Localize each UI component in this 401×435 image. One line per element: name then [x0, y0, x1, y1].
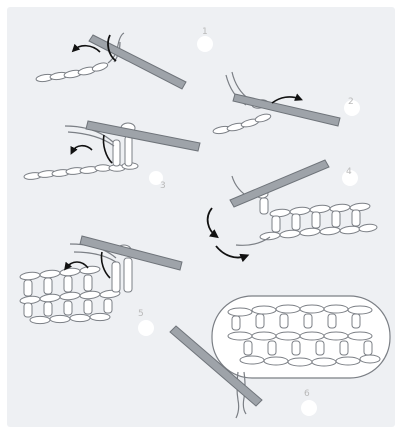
- curved-arrow-icon: [272, 97, 300, 103]
- yarn-chain-1: [36, 61, 109, 82]
- step-marker: [138, 320, 154, 336]
- crochet-hook-icon: [230, 160, 329, 207]
- step-1-illustration: 1: [36, 27, 213, 89]
- stitch-rows-4: [256, 190, 377, 241]
- step-number-6: 6: [304, 389, 310, 399]
- curved-arrow-icon: [74, 46, 100, 52]
- curved-arrow-icon: [72, 146, 92, 152]
- crochet-hook-icon: [89, 35, 186, 89]
- step-number-5: 5: [138, 309, 144, 319]
- curved-arrow-icon: [216, 246, 246, 258]
- step-number-2: 2: [348, 97, 354, 107]
- step-marker: [197, 36, 213, 52]
- curved-arrow-icon: [208, 208, 216, 236]
- curved-arrow-icon: [103, 135, 112, 163]
- step-6-illustration: 6: [170, 296, 390, 418]
- step-5-illustration: 5: [20, 236, 182, 336]
- step-number-1: 1: [202, 27, 208, 37]
- step-number-4: 4: [346, 167, 352, 177]
- step-4-illustration: 4: [208, 160, 378, 258]
- step-marker: [301, 400, 317, 416]
- step-3-illustration: 3: [24, 121, 200, 191]
- step-2-illustration: 2: [213, 72, 360, 135]
- step-number-3: 3: [160, 181, 166, 191]
